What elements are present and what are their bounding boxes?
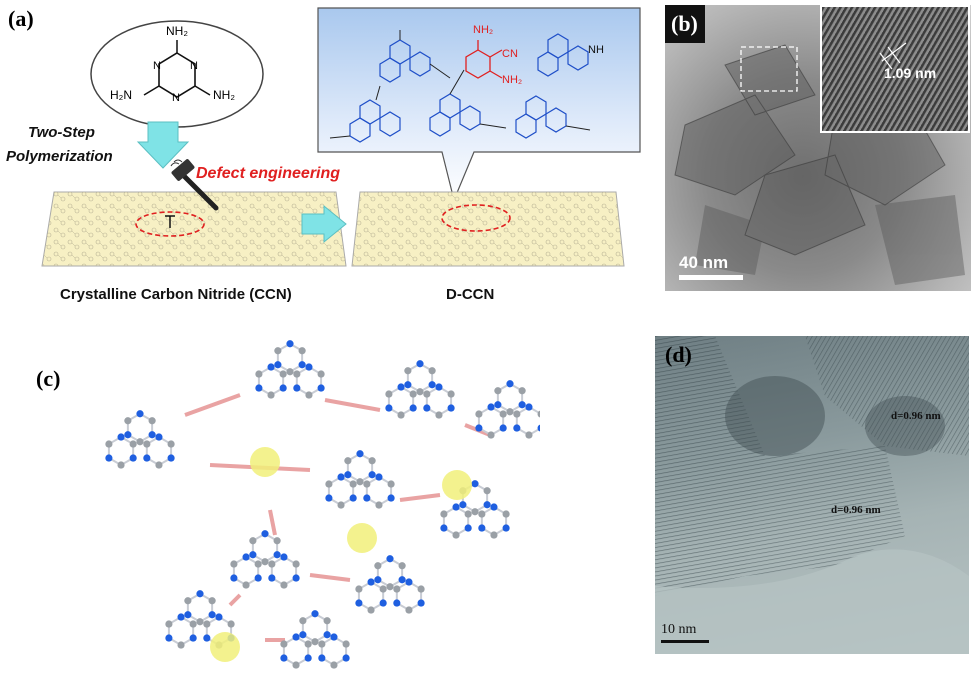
melamine-nh2-left: H₂N — [110, 88, 132, 102]
hrtem-image-d-texture — [655, 336, 969, 654]
bridge-link-5 — [399, 493, 441, 502]
heptazine-unit-2-ring-3 — [293, 363, 325, 399]
heptazine-unit-3-ring-3 — [423, 383, 455, 419]
panel-d-letter: (d) — [665, 342, 692, 367]
panel-c-letter: (c) — [36, 366, 61, 391]
ccn-sheet — [41, 191, 347, 267]
heptazine-unit-3-ring-1 — [404, 360, 436, 396]
heptazine-unit-1-ring-2 — [105, 433, 137, 469]
panel-a-letter: (a) — [8, 6, 34, 31]
heptazine-unit-9-ring-1 — [184, 590, 216, 626]
hrtem-image-d: (d) d=0.96 nm d=0.96 nm 10 nm — [655, 336, 969, 654]
heptazine-unit-3-ring-2 — [385, 383, 417, 419]
spacing-label-2: d=0.96 nm — [831, 504, 881, 516]
down-arrow-icon — [136, 121, 190, 169]
bridge-link-7 — [309, 573, 351, 582]
dccn-sheet — [351, 191, 625, 267]
heptazine-unit-6-ring-2 — [440, 503, 472, 539]
panel-b-letter-bg — [665, 5, 705, 43]
heptazine-unit-6-ring-3 — [478, 503, 510, 539]
defect-site-1 — [250, 447, 280, 477]
heptazine-unit-4-ring-1 — [494, 380, 526, 416]
heptazine-unit-8-ring-2 — [355, 578, 387, 614]
lattice-spacing-label: 1.09 nm — [884, 65, 937, 81]
heptazine-unit-7-ring-3 — [268, 553, 300, 589]
heptazine-unit-8-ring-1 — [374, 555, 406, 591]
heptazine-unit-2-ring-2 — [255, 363, 287, 399]
spacing-label-1: d=0.96 nm — [891, 410, 941, 422]
melamine-n-1: N — [153, 60, 161, 72]
process-label-line1: Two-Step — [28, 124, 95, 141]
heptazine-unit-10-ring-2 — [280, 633, 312, 669]
heptazine-unit-7-ring-1 — [249, 530, 281, 566]
lattice-marker — [879, 42, 907, 70]
defect-site-3 — [347, 523, 377, 553]
right-arrow-icon — [301, 204, 347, 244]
scale-bar-d — [661, 640, 709, 643]
scale-bar-d-label: 10 nm — [661, 622, 697, 637]
melamine-n-3: N — [172, 92, 180, 104]
tem-image-b: (b) 1.09 nm 40 nm — [665, 5, 971, 291]
bridge-link-1 — [184, 393, 241, 417]
panel-b-letter: (b) — [671, 11, 698, 36]
defect-site-2 — [442, 470, 472, 500]
heptazine-unit-10-ring-1 — [299, 610, 331, 646]
hammer-icon — [170, 159, 219, 211]
bridge-link-2 — [324, 398, 381, 412]
process-label-line2: Polymerization — [6, 148, 113, 165]
lattice-inset: 1.09 nm — [820, 5, 970, 133]
heptazine-unit-4-ring-2 — [475, 403, 507, 439]
melamine-n-2: N — [190, 60, 198, 72]
bridge-link-8 — [228, 593, 242, 607]
melamine-nh2-right: NH₂ — [213, 88, 235, 102]
melamine-molecule-bubble — [90, 20, 264, 128]
heptazine-unit-5-ring-2 — [325, 473, 357, 509]
heptazine-unit-1-ring-1 — [124, 410, 156, 446]
heptazine-unit-2-ring-1 — [274, 340, 306, 376]
heptazine-unit-5-ring-1 — [344, 450, 376, 486]
melamine-nh2-top: NH₂ — [166, 24, 188, 38]
heptazine-unit-1-ring-3 — [143, 433, 175, 469]
heptazine-unit-4-ring-3 — [513, 403, 540, 439]
dccn-label: D-CCN — [446, 286, 495, 303]
scale-bar-b — [679, 275, 743, 280]
defect-nh2-top: NH₂ — [473, 24, 494, 36]
carbon-nitride-network — [105, 340, 540, 669]
heptazine-unit-8-ring-3 — [393, 578, 425, 614]
heptazine-unit-7-ring-2 — [230, 553, 262, 589]
heptazine-unit-10-ring-3 — [318, 633, 350, 669]
defect-cn: CN — [502, 48, 518, 60]
ccn-label: Crystalline Carbon Nitride (CCN) — [60, 286, 292, 303]
defect-engineering-label: Defect engineering — [196, 165, 341, 182]
defect-site-4 — [210, 632, 240, 662]
heptazine-unit-9-ring-2 — [165, 613, 197, 649]
heptazine-unit-5-ring-3 — [363, 473, 395, 509]
defect-nh2-bottom: NH₂ — [502, 74, 523, 86]
scale-bar-b-label: 40 nm — [679, 253, 729, 272]
structure-nh: NH — [588, 44, 604, 56]
dccn-structure-bubble — [317, 7, 641, 202]
bridge-link-6 — [268, 509, 277, 536]
